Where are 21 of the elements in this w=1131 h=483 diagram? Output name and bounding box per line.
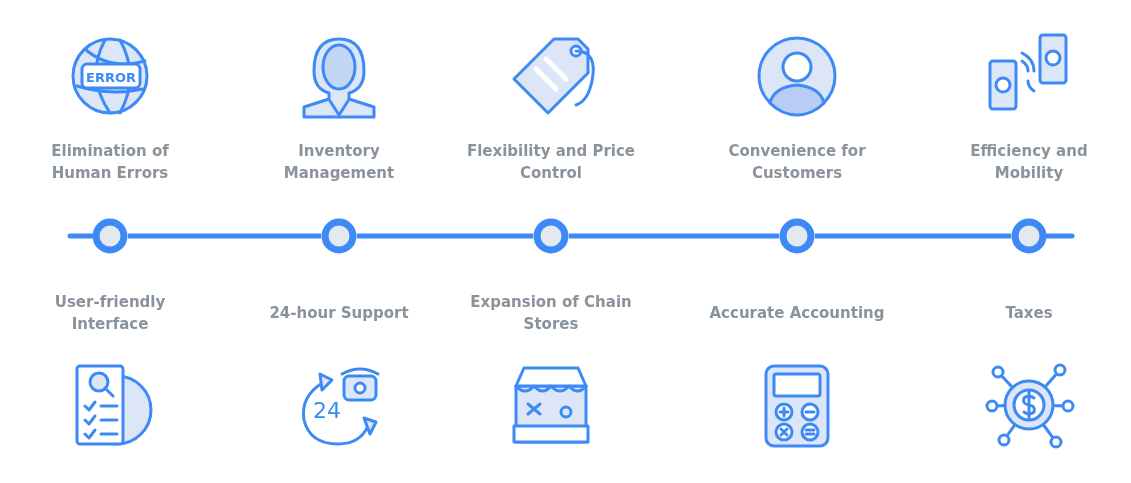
benefit-title: Flexibility and Price Control (465, 141, 637, 184)
benefit-title: Efficiency and Mobility (969, 141, 1089, 184)
benefit-title: Elimination of Human Errors (50, 141, 170, 184)
timeline-marker (779, 218, 815, 254)
error-text: ERROR (86, 70, 136, 85)
benefit-title: Expansion of Chain Stores (469, 292, 633, 335)
timeline-line (569, 233, 779, 239)
benefit-title: 24-hour Support (268, 303, 410, 324)
benefit-title: Accurate Accounting (708, 303, 886, 324)
benefit-title: Convenience for Customers (727, 141, 867, 184)
timeline-line (128, 233, 321, 239)
timeline-marker (92, 218, 128, 254)
hours-text: 24 (313, 398, 341, 423)
benefit-title: User-friendly Interface (53, 292, 167, 335)
timeline-line (357, 233, 533, 239)
timeline-marker (1011, 218, 1047, 254)
benefit-title: Taxes (1004, 303, 1054, 324)
timeline-marker (321, 218, 357, 254)
timeline-line (815, 233, 1011, 239)
benefit-title: Inventory Management (282, 141, 396, 184)
timeline-marker (533, 218, 569, 254)
